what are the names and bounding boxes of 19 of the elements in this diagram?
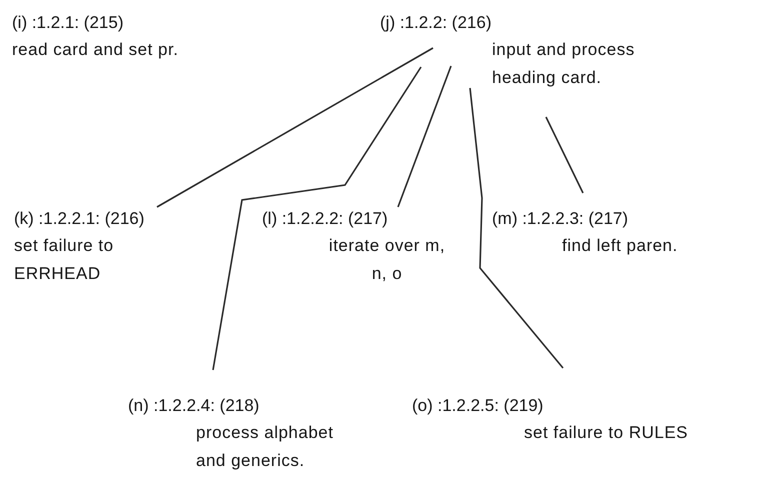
connector-line (545, 116, 584, 194)
node-description: read card and set pr. (12, 39, 180, 61)
node-description: set failure to ERRHEAD (14, 235, 115, 285)
node-heading: (l) :1.2.2.2: (217) (262, 208, 388, 230)
connector-line (212, 66, 422, 370)
node-heading: (i) :1.2.1: (215) (12, 12, 124, 34)
connector-line (156, 47, 434, 208)
node-description: iterate over m, n, o (328, 235, 446, 285)
node-description: process alphabet and generics. (196, 422, 334, 472)
connector-line (397, 66, 452, 208)
connector-line (469, 88, 564, 369)
node-description: input and process heading card. (492, 39, 636, 89)
node-heading: (k) :1.2.2.1: (216) (14, 208, 144, 230)
node-description: find left paren. (562, 235, 679, 257)
node-heading: (n) :1.2.2.4: (218) (128, 395, 260, 417)
node-heading: (o) :1.2.2.5: (219) (412, 395, 544, 417)
node-heading: (j) :1.2.2: (216) (380, 12, 492, 34)
node-heading: (m) :1.2.2.3: (217) (492, 208, 628, 230)
node-description: set failure to RULES (524, 422, 690, 444)
